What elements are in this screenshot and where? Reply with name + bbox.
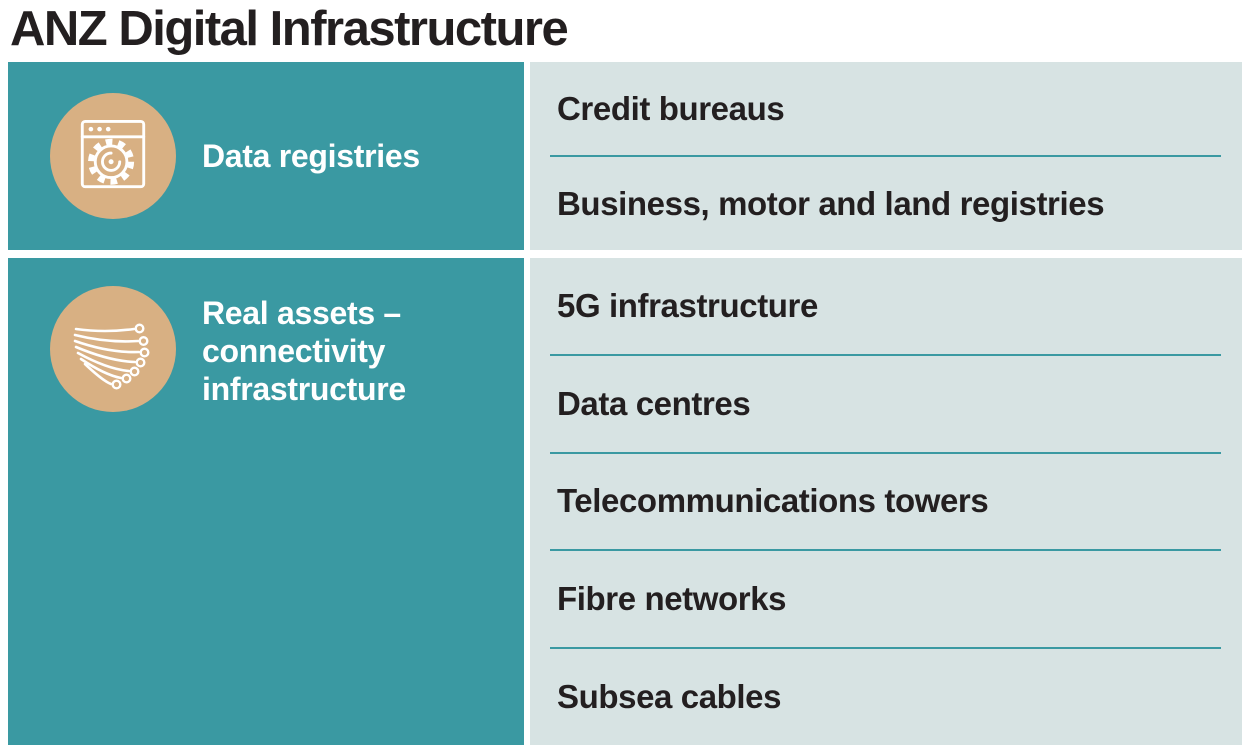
item-divider [550, 451, 1221, 454]
infrastructure-table: Data registries Credit bureaus Business,… [8, 62, 1242, 745]
fibre-cables-icon [50, 286, 176, 412]
category-label-data-registries: Data registries [202, 137, 420, 174]
list-item: Data centres [557, 384, 751, 422]
item-divider [550, 549, 1221, 552]
page-title: ANZ Digital Infrastructure [10, 2, 569, 56]
item-divider [550, 353, 1221, 356]
row-real-assets-connectivity: Real assets – connectivity infrastructur… [8, 258, 1242, 745]
item-divider [550, 647, 1221, 650]
category-cell: Data registries [8, 62, 524, 250]
category-label-real-assets: Real assets – connectivity infrastructur… [202, 295, 406, 408]
list-item: Subsea cables [557, 678, 782, 716]
items-cell: 5G infrastructure Data centres Telecommu… [530, 258, 1242, 745]
category-cell: Real assets – connectivity infrastructur… [8, 258, 524, 745]
list-item: 5G infrastructure [557, 286, 818, 324]
list-item: Credit bureaus [557, 89, 785, 127]
browser-gear-icon [50, 93, 176, 219]
items-cell: Credit bureaus Business, motor and land … [530, 62, 1242, 250]
item-divider [550, 155, 1221, 157]
row-data-registries: Data registries Credit bureaus Business,… [8, 62, 1242, 250]
list-item: Telecommunications towers [557, 482, 989, 520]
list-item: Fibre networks [557, 580, 787, 618]
list-item: Business, motor and land registries [557, 184, 1105, 222]
